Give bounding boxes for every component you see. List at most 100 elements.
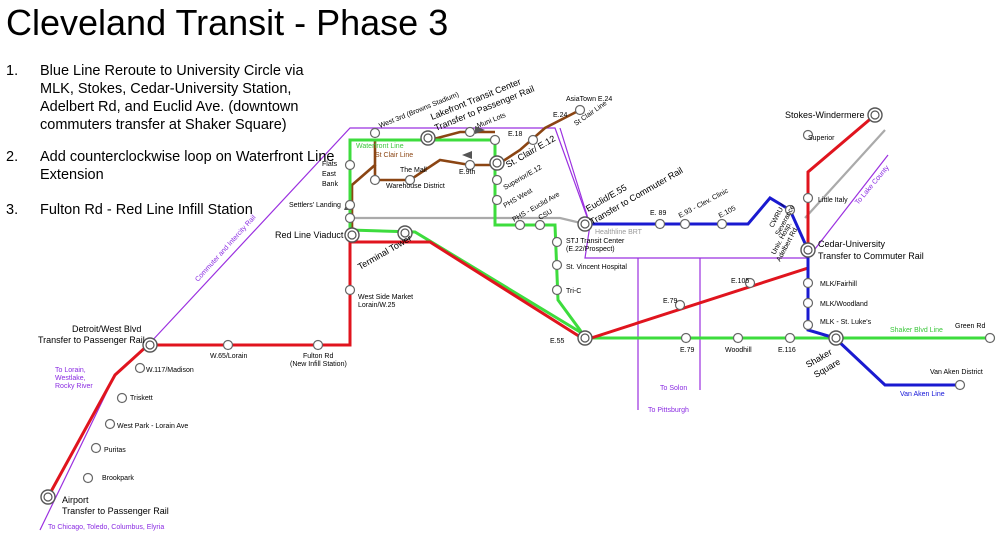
hub-shaker-square[interactable] <box>828 330 844 346</box>
stations <box>82 104 996 484</box>
station-marker[interactable] <box>404 174 416 186</box>
label-terminal-tower: Terminal Tower <box>356 233 413 272</box>
label-w65: W.65/Lorain <box>210 353 247 360</box>
station-marker[interactable] <box>679 218 691 230</box>
hub-e55[interactable] <box>577 330 593 346</box>
hub-red-line-viaduct[interactable] <box>344 227 360 243</box>
label-green-rd: Green Rd <box>955 323 985 330</box>
station-marker[interactable] <box>716 218 728 230</box>
station-marker[interactable] <box>344 212 356 224</box>
station-marker[interactable] <box>954 379 966 391</box>
station-marker[interactable] <box>784 204 796 216</box>
station-marker[interactable] <box>344 199 356 211</box>
label-fulton: Fulton Rd <box>303 353 333 360</box>
station-marker[interactable] <box>369 127 381 139</box>
label-mlk-woodland: MLK/Woodland <box>820 301 868 308</box>
label-e116: E.116 <box>778 347 796 354</box>
station-marker[interactable] <box>654 218 666 230</box>
station-marker[interactable] <box>744 277 756 289</box>
hub-airport[interactable] <box>40 489 56 505</box>
station-marker[interactable] <box>104 418 116 430</box>
phase-item-number: 2. <box>6 149 19 165</box>
station-marker[interactable] <box>369 174 381 186</box>
station-marker[interactable] <box>491 174 503 186</box>
label-detroit: Detroit/West Blvd <box>72 324 141 334</box>
station-marker[interactable] <box>674 299 686 311</box>
station-marker[interactable] <box>551 284 563 296</box>
label-flats-3: Bank <box>322 181 338 188</box>
hub-detroit[interactable] <box>142 337 158 353</box>
station-marker[interactable] <box>784 332 796 344</box>
hub-stokes-windermere[interactable] <box>867 107 883 123</box>
phase-item-number: 1. <box>6 63 19 79</box>
label-fulton-2: (New Infill Station) <box>290 361 347 368</box>
station-marker[interactable] <box>574 104 586 116</box>
station-marker[interactable] <box>680 332 692 344</box>
label-e105-blue: E.105 <box>718 205 738 220</box>
station-marker[interactable] <box>802 297 814 309</box>
station-marker[interactable] <box>90 442 102 454</box>
station-marker[interactable] <box>312 339 324 351</box>
label-brookpark: Brookpark <box>102 475 134 482</box>
label-airport-2: Transfer to Passenger Rail <box>62 506 169 516</box>
station-marker[interactable] <box>489 134 501 146</box>
label-the-mall: The Mall <box>400 167 427 174</box>
station-marker[interactable] <box>344 159 356 171</box>
label-csu: CSU <box>538 208 554 221</box>
dest-lorain-2: Westlake, <box>55 375 86 382</box>
label-asiatown: AsiaTown E.24 <box>566 96 612 103</box>
station-marker[interactable] <box>802 277 814 289</box>
phase-item-text: Blue Line Reroute to University Circle v… <box>40 63 304 133</box>
label-warehouse: Warehouse District <box>386 183 445 190</box>
station-marker[interactable] <box>491 194 503 206</box>
label-little-italy: Little Italy <box>818 197 848 204</box>
station-marker[interactable] <box>732 332 744 344</box>
dest-lorain-3: Rocky River <box>55 383 93 390</box>
label-mlk-st-lukes: MLK - St. Luke's <box>820 319 872 326</box>
station-marker[interactable] <box>116 392 128 404</box>
label-flats-1: Flats <box>322 161 338 168</box>
label-e9th: E.9th <box>459 169 475 176</box>
label-puritas: Puritas <box>104 447 126 454</box>
dest-solon: To Solon <box>660 385 687 392</box>
hub-terminal-tower[interactable] <box>397 225 413 241</box>
station-marker[interactable] <box>514 219 526 231</box>
hub-euclid-e55[interactable] <box>577 216 593 232</box>
label-tri-c: Tri-C <box>566 288 581 295</box>
station-marker[interactable] <box>464 126 476 138</box>
dest-lorain-1: To Lorain, <box>55 367 86 374</box>
shaker-blvd-label: Shaker Blvd Line <box>890 327 943 334</box>
hub-cedar-university[interactable] <box>800 242 816 258</box>
station-marker[interactable] <box>551 236 563 248</box>
station-marker[interactable] <box>534 219 546 231</box>
station-marker[interactable] <box>802 192 814 204</box>
hub-st-clair[interactable] <box>489 155 505 171</box>
label-airport: Airport <box>62 495 89 505</box>
station-marker[interactable] <box>984 332 996 344</box>
label-stokes-windermere: Stokes-Windermere <box>785 110 865 120</box>
dest-south: To Chicago, Toledo, Columbus, Elyria <box>48 524 164 531</box>
label-stj-2: (E.22/Prospect) <box>566 246 615 253</box>
label-west-side-market-2: Lorain/W.25 <box>358 302 395 309</box>
station-marker[interactable] <box>82 472 94 484</box>
station-marker[interactable] <box>527 134 539 146</box>
station-marker[interactable] <box>802 129 814 141</box>
label-e55: E.55 <box>550 338 565 345</box>
station-marker[interactable] <box>551 259 563 271</box>
phase-item-number: 3. <box>6 202 19 218</box>
station-marker[interactable] <box>464 159 476 171</box>
phase-item-text: Fulton Rd - Red Line Infill Station <box>40 202 253 218</box>
label-west-side-market: West Side Market <box>358 294 413 301</box>
label-woodhill: Woodhill <box>725 347 752 354</box>
station-marker[interactable] <box>222 339 234 351</box>
label-e105-red: E.105 <box>731 278 749 285</box>
label-e18: E.18 <box>508 131 523 138</box>
hub-lakefront[interactable] <box>420 130 436 146</box>
station-marker[interactable] <box>802 319 814 331</box>
label-flats-2: East <box>322 171 336 178</box>
station-marker[interactable] <box>134 362 146 374</box>
label-west-park: West Park - Lorain Ave <box>117 423 188 430</box>
commuter-rail-lines <box>39 127 889 531</box>
station-marker[interactable] <box>344 284 356 296</box>
